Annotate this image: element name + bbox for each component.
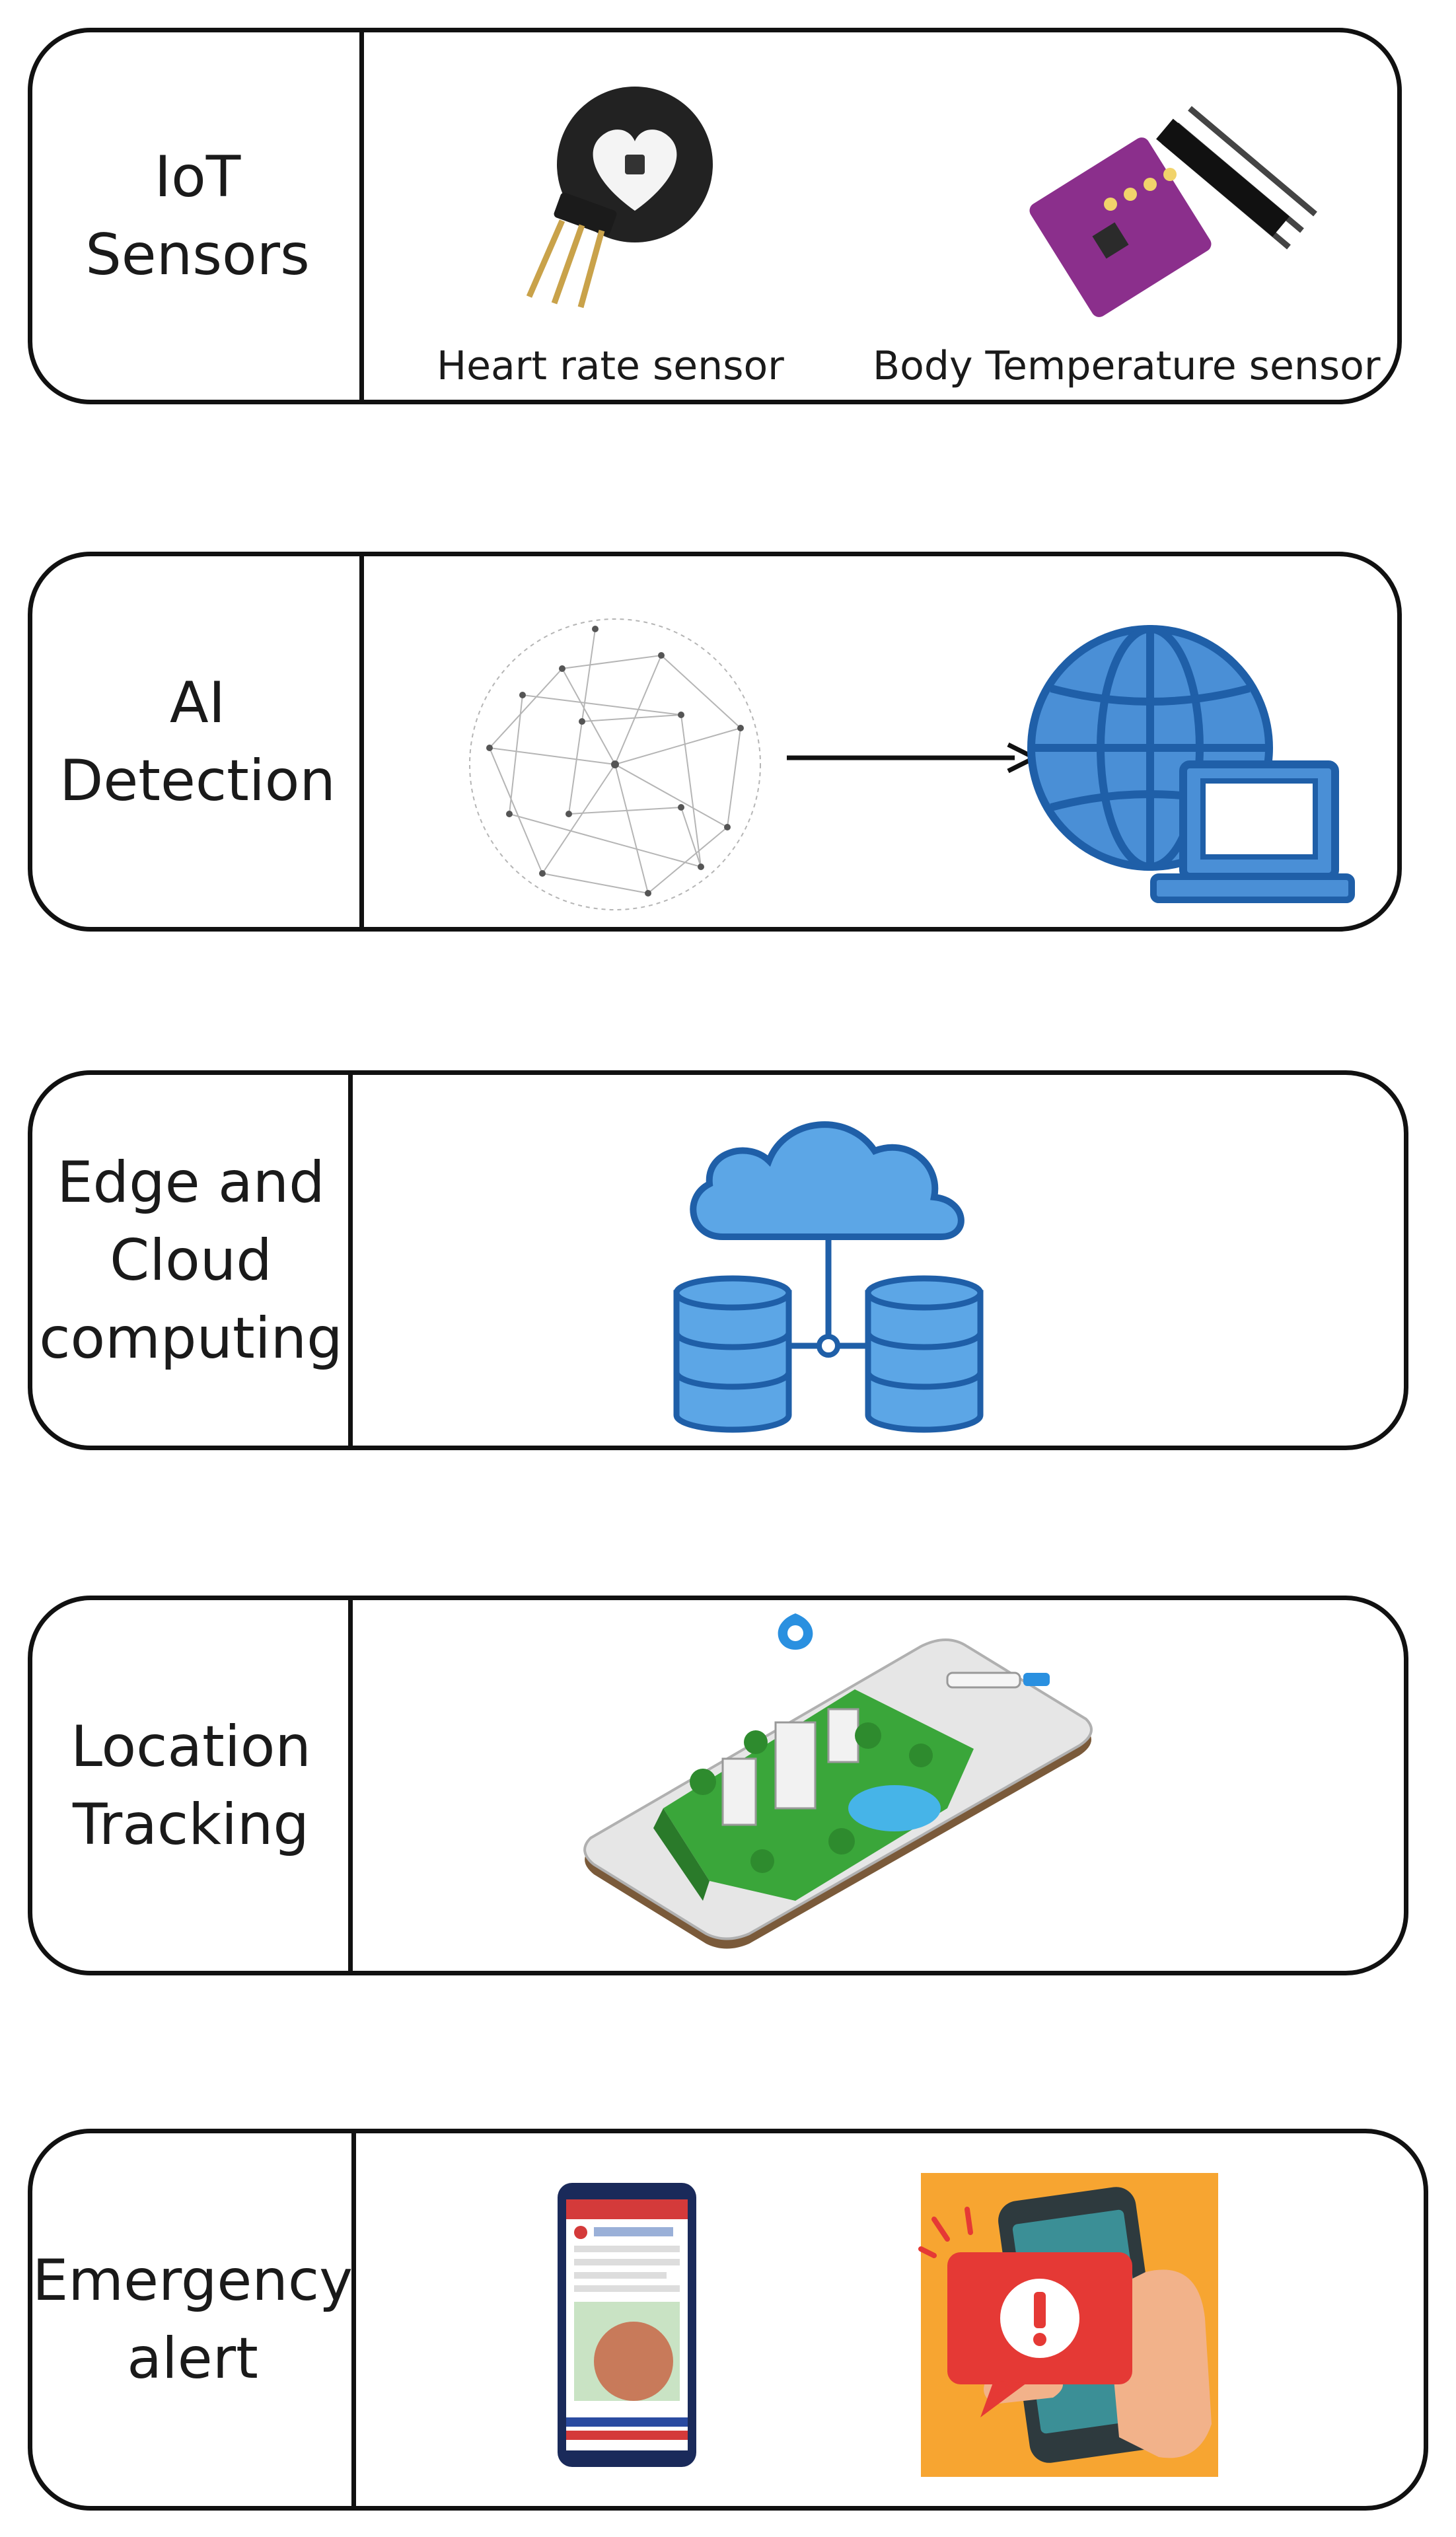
panel-content	[356, 2133, 1424, 2506]
panel-location-tracking: Location Tracking	[28, 1596, 1408, 1975]
temperature-sensor-icon	[1029, 106, 1317, 317]
panel-label-iot-sensors: IoT Sensors	[85, 144, 310, 288]
panel-divider	[348, 1070, 353, 1450]
arrow-right-icon	[787, 742, 1040, 774]
panel-content	[353, 1600, 1404, 1971]
panel-divider	[351, 2129, 356, 2511]
panel-label-edge-cloud: Edge and Cloud computing	[39, 1149, 343, 1372]
caption-temperature-sensor: Body Temperature sensor	[873, 343, 1381, 389]
panel-label-ai-detection: AI Detection	[59, 669, 336, 814]
panel-content: Heart rate sensor Body Temperature senso…	[364, 32, 1397, 400]
panel-content	[364, 556, 1397, 927]
panel-divider	[348, 1596, 353, 1975]
neural-network-icon	[469, 618, 761, 910]
panel-ai-detection: AI Detection	[28, 552, 1402, 932]
cloud-database-icon	[673, 1121, 984, 1433]
caption-heart-rate-sensor: Heart rate sensor	[437, 343, 784, 389]
panel-iot-sensors: IoT Sensors Heart rate sensor	[28, 28, 1402, 404]
panel-label-location-tracking: Location Tracking	[71, 1713, 311, 1858]
phone-3d-map-icon	[583, 1613, 1093, 1949]
panel-emergency-alert: Emergency alert	[28, 2129, 1428, 2511]
panel-content	[353, 1075, 1404, 1446]
panel-label-emergency-alert: Emergency alert	[32, 2248, 353, 2392]
panel-divider	[359, 552, 364, 932]
phone-alert-app-icon	[558, 2183, 696, 2467]
heart-rate-sensor-icon	[526, 87, 713, 309]
hand-phone-alert-icon	[918, 2173, 1218, 2477]
panel-divider	[359, 28, 364, 404]
panel-edge-cloud: Edge and Cloud computing	[28, 1070, 1408, 1450]
globe-computer-icon	[1027, 625, 1355, 903]
